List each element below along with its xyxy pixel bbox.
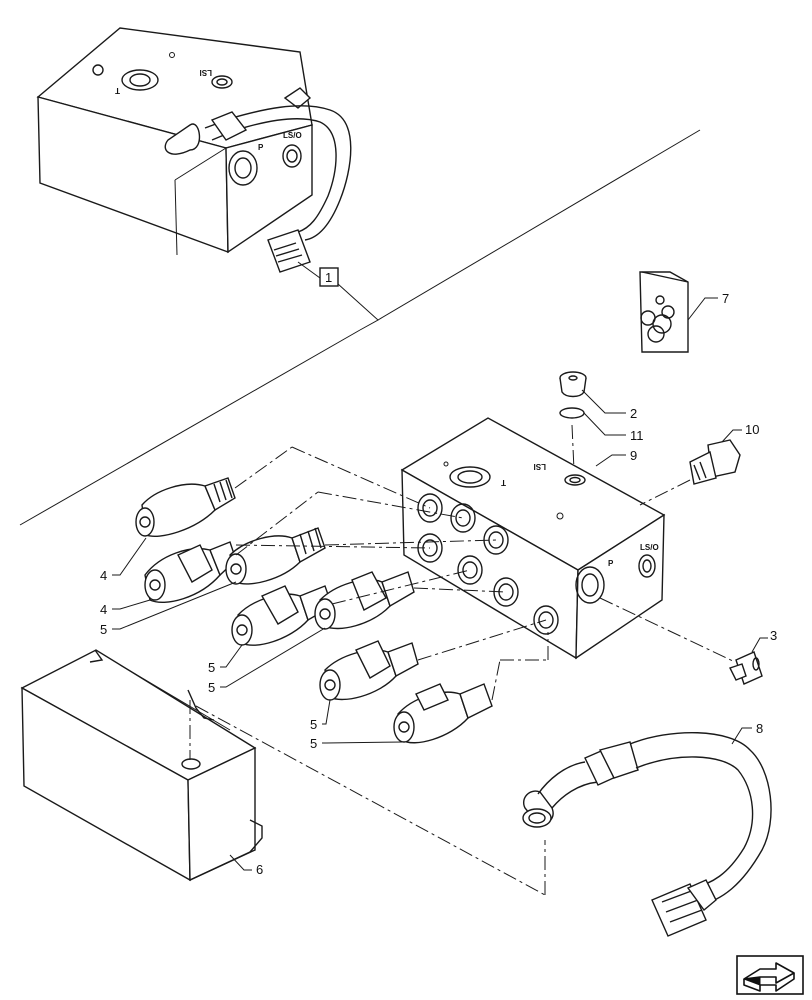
solenoid-valve-5e <box>393 683 493 744</box>
solenoid-valve-5b <box>231 585 333 646</box>
solenoid-valve-5a <box>225 527 326 585</box>
solenoid-valve-5c <box>314 571 415 630</box>
callout-5b: 5 <box>208 660 215 675</box>
callout-4b: 4 <box>100 602 107 617</box>
callout-4a: 4 <box>100 568 107 583</box>
seal-kit-bag <box>639 271 689 353</box>
callout-3: 3 <box>770 628 777 643</box>
callout-5c: 5 <box>208 680 215 695</box>
callout-7: 7 <box>722 291 729 306</box>
solenoid-valve-5d <box>319 640 419 701</box>
port-label-lsi-top: LSI <box>200 68 212 77</box>
fitting <box>689 439 741 485</box>
port-label-lsi: LSI <box>534 462 546 471</box>
callout-5d: 5 <box>310 717 317 732</box>
next-page-arrow-icon[interactable] <box>736 955 804 995</box>
callout-5a: 5 <box>100 622 107 637</box>
plug <box>559 371 587 398</box>
callout-10: 10 <box>745 422 759 437</box>
port-label-t-top: T <box>115 86 120 95</box>
callout-box-1 <box>319 267 339 287</box>
port-label-p: P <box>608 559 614 568</box>
cover-bracket <box>20 649 263 882</box>
callout-6: 6 <box>256 862 263 877</box>
port-label-lso: LS/O <box>640 543 659 552</box>
valve-block: T LSI P LS/O <box>400 417 666 660</box>
callout-5e: 5 <box>310 736 317 751</box>
callout-1: 1 <box>325 270 332 285</box>
callout-9: 9 <box>630 448 637 463</box>
port-label-t: T <box>501 478 506 487</box>
valve-assembly-complete: T LSI P LS/O <box>36 27 352 273</box>
wiring-harness <box>522 732 772 937</box>
callout-11: 11 <box>630 428 644 443</box>
port-label-p-top: P <box>258 143 264 152</box>
solenoid-valve-4a <box>135 477 236 537</box>
callout-2: 2 <box>630 406 637 421</box>
callout-8: 8 <box>756 721 763 736</box>
o-ring <box>559 407 585 419</box>
port-label-lso-top: LS/O <box>283 131 302 140</box>
solenoid-valve-4b <box>144 541 237 603</box>
assembly-centerlines <box>234 446 549 701</box>
cartridge <box>729 651 763 685</box>
divider-line <box>19 329 361 526</box>
